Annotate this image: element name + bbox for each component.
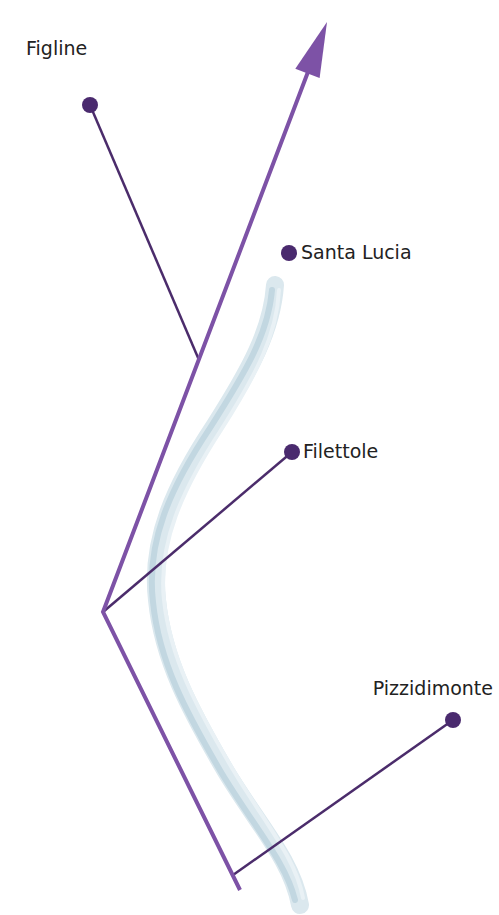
place-dot	[82, 97, 98, 113]
river-highlight	[163, 290, 303, 898]
place-name: Filettole	[303, 440, 378, 463]
place-dot	[445, 712, 461, 728]
place-name: Santa Lucia	[301, 241, 412, 264]
place-name: Figline	[26, 37, 87, 60]
route-arrowhead	[295, 22, 327, 78]
route	[103, 64, 311, 890]
river-bank	[152, 290, 295, 900]
leader-line	[233, 720, 453, 875]
place-dot	[284, 444, 300, 460]
river	[156, 285, 300, 905]
leader-line	[90, 105, 199, 360]
place-name: Pizzidimonte	[373, 677, 493, 700]
place-dot	[281, 245, 297, 261]
